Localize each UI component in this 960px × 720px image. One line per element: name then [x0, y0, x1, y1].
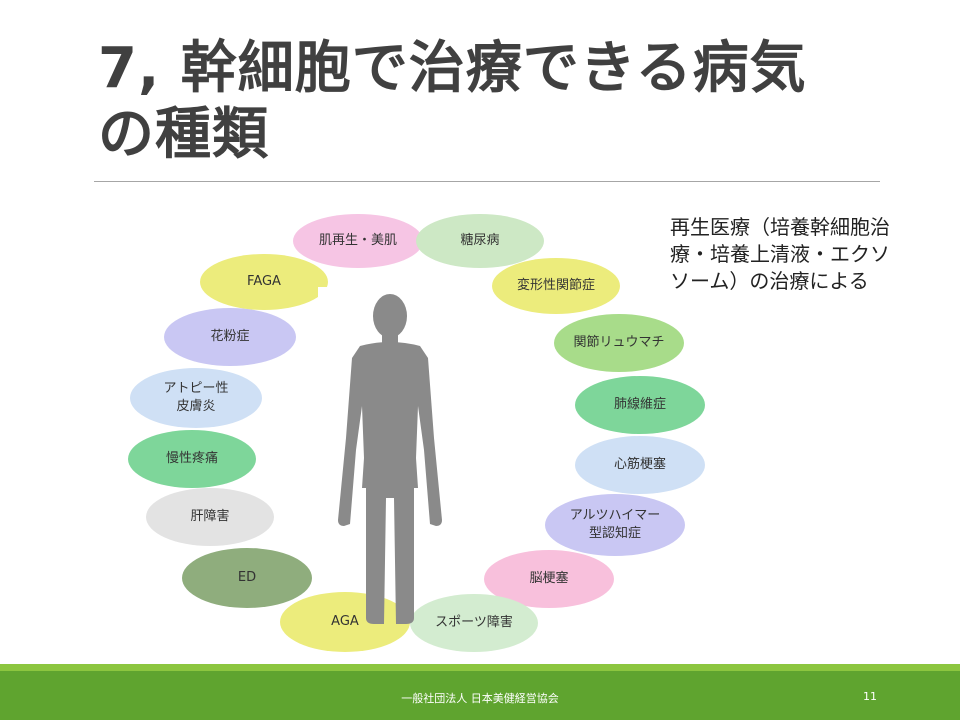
disease-label: アトピー性 皮膚炎 — [163, 381, 229, 414]
disease-oval-alzheimers: アルツハイマー 型認知症 — [545, 494, 685, 556]
disease-label: 変形性関節症 — [516, 278, 595, 293]
footer-accent-bar — [0, 664, 960, 671]
disease-label: 肺線維症 — [613, 397, 666, 412]
disease-oval-skin: 肌再生・美肌 — [293, 214, 423, 268]
disease-label: 心筋梗塞 — [613, 457, 666, 472]
disease-oval-pulmonary-fibrosis: 肺線維症 — [575, 376, 705, 434]
disease-label: AGA — [331, 614, 359, 629]
disease-oval-osteoarthritis: 変形性関節症 — [492, 258, 620, 314]
human-silhouette-icon — [338, 294, 442, 624]
disease-label: アルツハイマー 型認知症 — [569, 508, 661, 541]
disease-label: 糖尿病 — [460, 233, 500, 248]
treatment-note: 再生医療（培養幹細胞治療・培養上清液・エクソソーム）の治療による — [670, 215, 890, 293]
page-number: 11 — [863, 690, 877, 703]
disease-oval-hay-fever: 花粉症 — [164, 308, 296, 366]
disease-oval-myocardial-infarction: 心筋梗塞 — [575, 436, 705, 494]
mask-patch — [318, 287, 330, 305]
disease-oval-ed: ED — [182, 548, 312, 608]
disease-oval-chronic-pain: 慢性疼痛 — [128, 430, 256, 488]
disease-label: ED — [237, 570, 257, 585]
footer-organization: 一般社団法人 日本美健経営協会 — [401, 692, 559, 705]
disease-oval-sports-injury: スポーツ障害 — [410, 594, 538, 652]
disease-label: 慢性疼痛 — [165, 451, 218, 466]
title-line-1: 7, 幹細胞で治療できる病気 — [98, 36, 807, 101]
disease-oval-atopic-dermatitis: アトピー性 皮膚炎 — [130, 368, 262, 428]
footer-bar — [0, 671, 960, 720]
slide-title: 7, 幹細胞で治療できる病気 の種類 — [98, 36, 898, 168]
disease-label: 花粉症 — [210, 329, 250, 344]
disease-label: 肝障害 — [190, 509, 230, 524]
disease-oval-diabetes: 糖尿病 — [416, 214, 544, 268]
disease-oval-rheumatoid-arthritis: 関節リュウマチ — [554, 314, 684, 372]
disease-oval-aga: AGA — [280, 592, 410, 652]
disease-oval-faga: FAGA — [200, 254, 328, 310]
disease-label: FAGA — [247, 274, 281, 289]
disease-label: 肌再生・美肌 — [318, 233, 397, 248]
disease-label: 関節リュウマチ — [573, 335, 665, 350]
title-divider — [94, 181, 880, 182]
disease-label: 脳梗塞 — [529, 571, 569, 586]
disease-label: スポーツ障害 — [435, 615, 513, 630]
title-line-2: の種類 — [98, 102, 269, 167]
disease-oval-liver-disorder: 肝障害 — [146, 488, 274, 546]
